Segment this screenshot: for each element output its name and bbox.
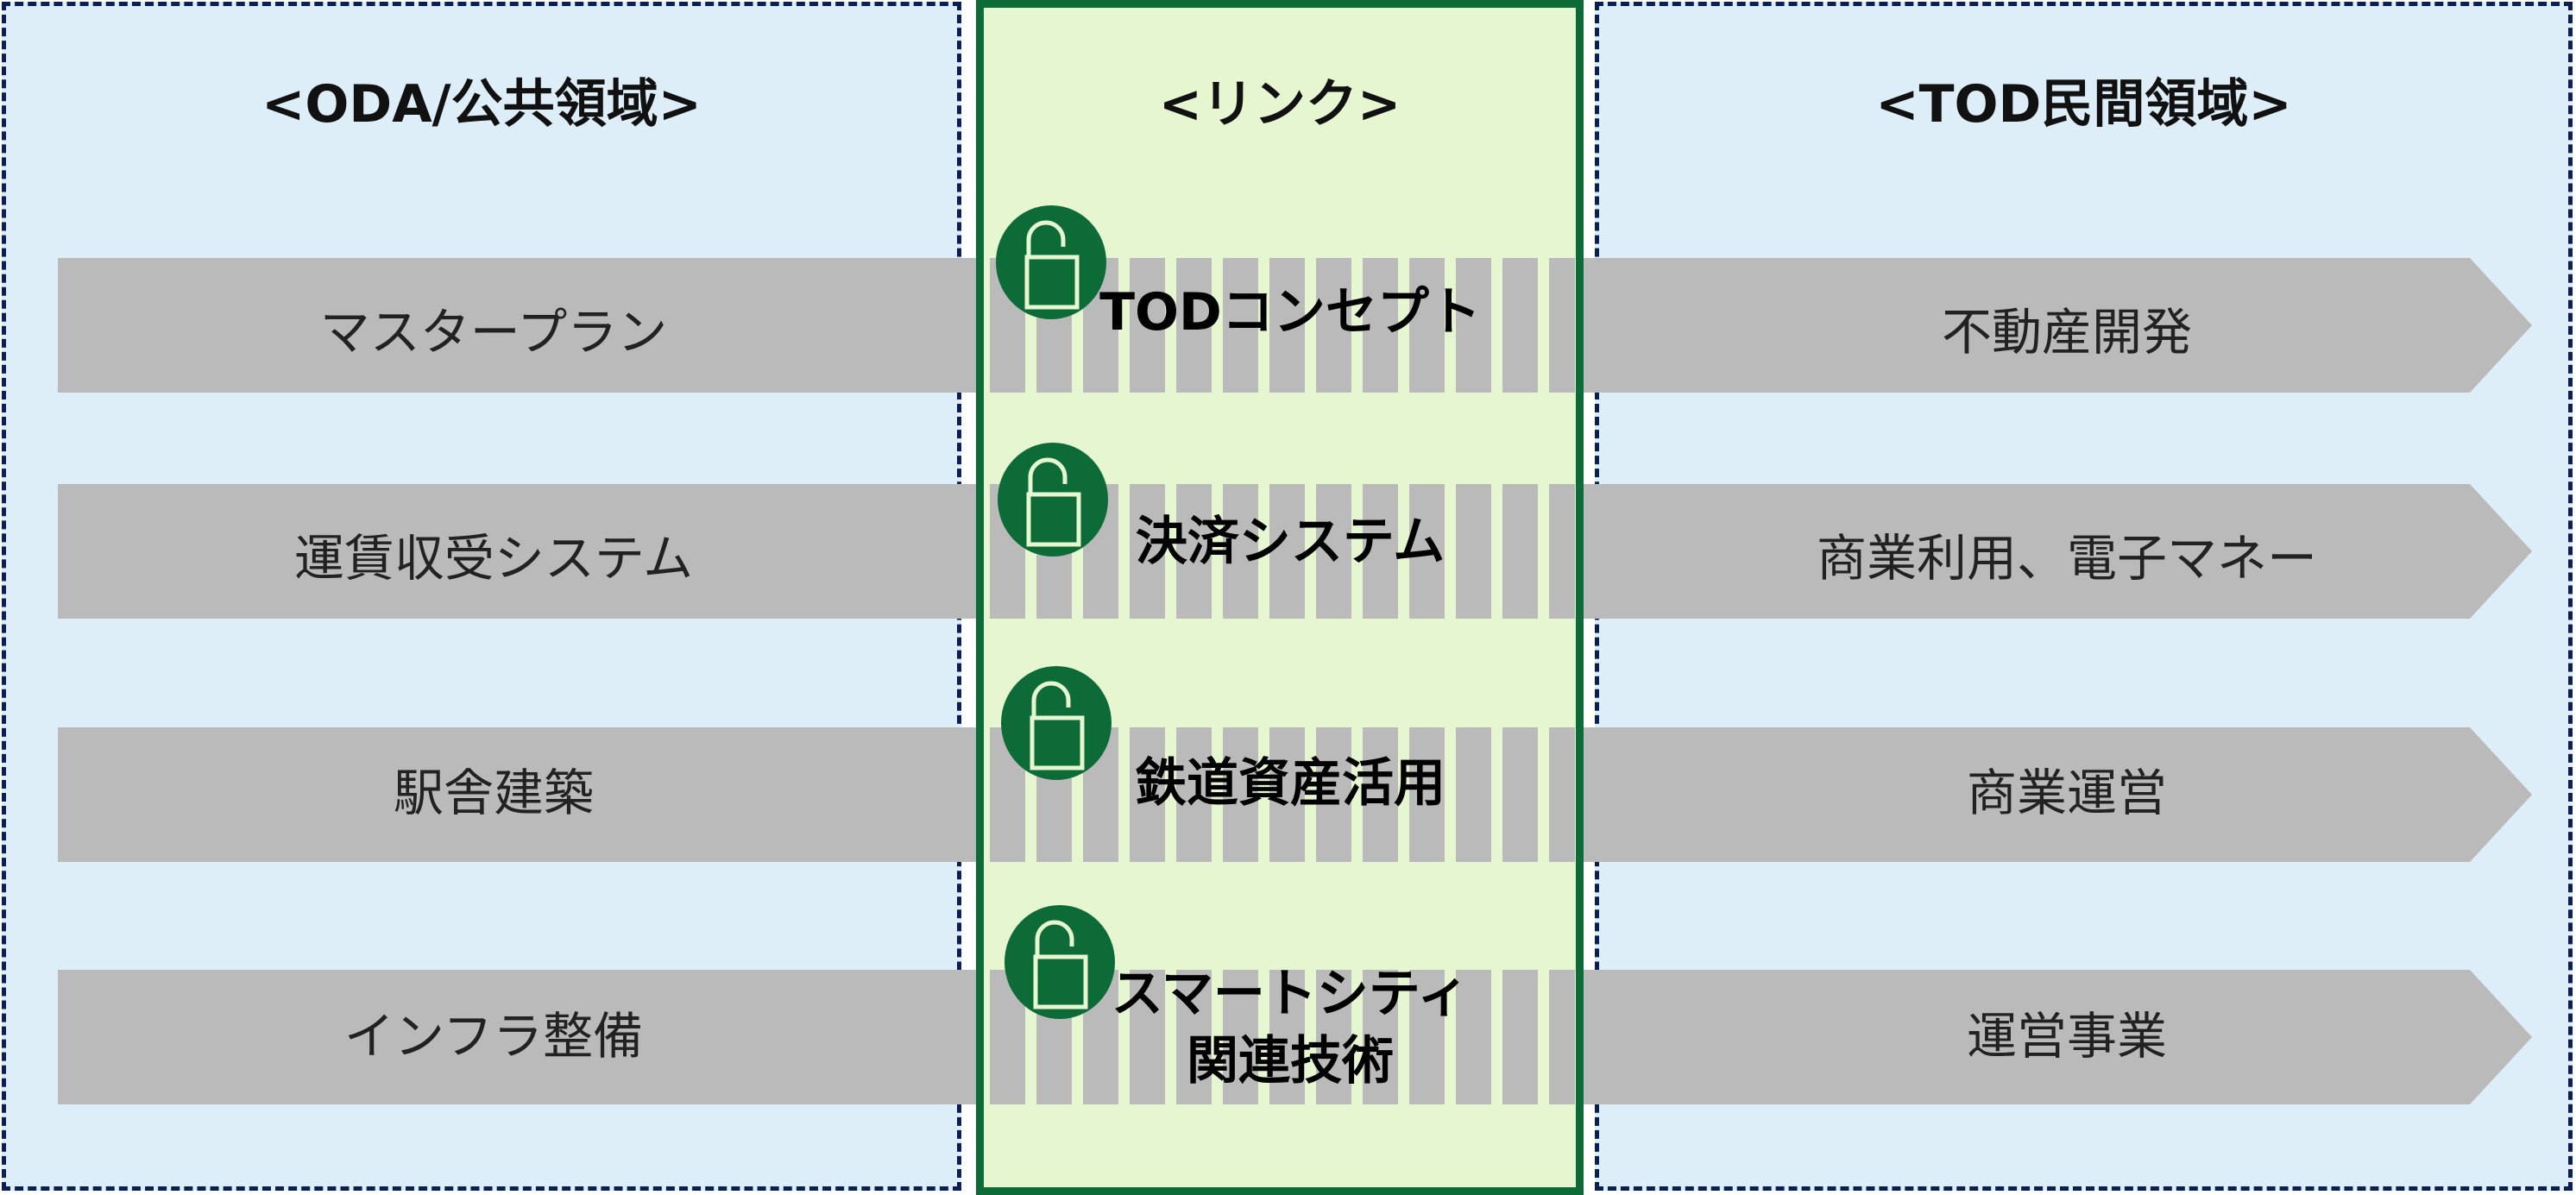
right-label-3: 商業運営 <box>1966 764 2167 822</box>
unlocked-padlock-icon <box>998 443 1108 557</box>
left-header: <ODA/公共領域> <box>261 74 702 135</box>
left-label-4: インフラ整備 <box>343 1007 644 1066</box>
unlocked-padlock-icon <box>1005 905 1115 1019</box>
center-label-1: TODコンセプト <box>1099 282 1481 343</box>
center-label-3: 鉄道資産活用 <box>1135 753 1445 814</box>
left-label-2: 運賃収受システム <box>293 529 694 588</box>
center-label-2: 決済システム <box>1135 512 1445 572</box>
center-header: <リンク> <box>1158 74 1401 135</box>
right-header: <TOD民間領域> <box>1875 74 2292 135</box>
unlocked-padlock-icon <box>996 205 1106 319</box>
right-label-4: 運営事業 <box>1966 1007 2167 1066</box>
left-label-1: マスタープラン <box>319 303 668 362</box>
left-label-3: 駅舎建築 <box>393 764 594 822</box>
right-label-1: 不動産開発 <box>1941 303 2192 362</box>
center-label-4: スマートシティ <box>1111 964 1470 1024</box>
right-label-2: 商業利用、電子マネー <box>1816 529 2317 588</box>
center-label-4-line2: 関連技術 <box>1187 1031 1394 1091</box>
unlocked-padlock-icon <box>1001 666 1112 780</box>
